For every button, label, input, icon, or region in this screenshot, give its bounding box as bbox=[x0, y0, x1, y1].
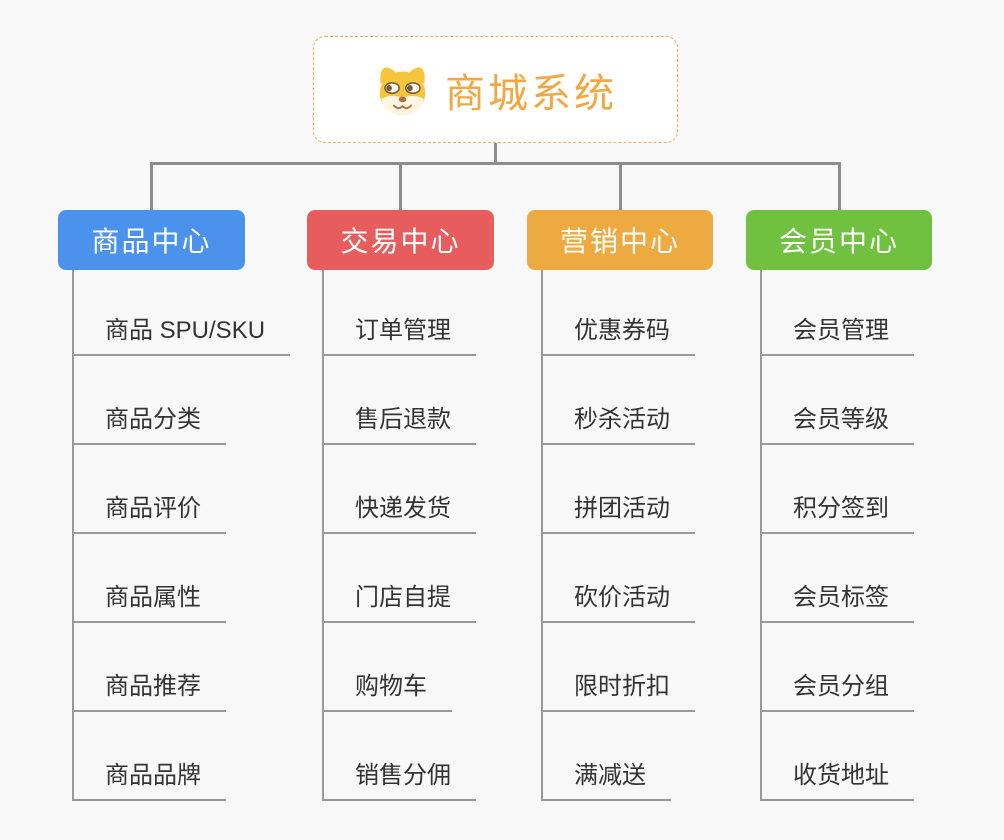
tree-item[interactable]: 会员分组 bbox=[762, 670, 914, 712]
branch-box-product-center[interactable]: 商品中心 bbox=[58, 210, 245, 270]
tree-item[interactable]: 门店自提 bbox=[324, 581, 476, 623]
tree-item[interactable]: 售后退款 bbox=[324, 403, 476, 445]
tree-item[interactable]: 拼团活动 bbox=[543, 492, 695, 534]
branch-drop-connector-3 bbox=[619, 162, 622, 210]
branch-column-marketing-center: 优惠券码 秒杀活动 拼团活动 砍价活动 限时折扣 满减送 bbox=[541, 270, 695, 801]
tree-item[interactable]: 商品评价 bbox=[74, 492, 226, 534]
tree-item[interactable]: 购物车 bbox=[324, 670, 452, 712]
tree-item[interactable]: 会员标签 bbox=[762, 581, 914, 623]
tree-item[interactable]: 商品分类 bbox=[74, 403, 226, 445]
tree-item[interactable]: 商品 SPU/SKU bbox=[74, 314, 291, 356]
tree-item[interactable]: 砍价活动 bbox=[543, 581, 695, 623]
branch-drop-connector-4 bbox=[838, 162, 841, 210]
branch-column-member-center: 会员管理 会员等级 积分签到 会员标签 会员分组 收货地址 bbox=[760, 270, 914, 801]
tree-item[interactable]: 商品品牌 bbox=[74, 759, 226, 801]
tree-item[interactable]: 优惠券码 bbox=[543, 314, 695, 356]
root-trunk-connector bbox=[494, 143, 497, 164]
branch-drop-connector-1 bbox=[150, 162, 153, 210]
root-node[interactable]: 商城系统 bbox=[313, 36, 678, 143]
page-title: 商城系统 bbox=[445, 71, 617, 116]
tree-item[interactable]: 销售分佣 bbox=[324, 759, 476, 801]
tree-item[interactable]: 限时折扣 bbox=[543, 670, 695, 712]
tree-item[interactable]: 商品推荐 bbox=[74, 670, 226, 712]
branch-box-trade-center[interactable]: 交易中心 bbox=[307, 210, 494, 270]
horizontal-connector bbox=[150, 162, 841, 165]
branch-box-member-center[interactable]: 会员中心 bbox=[746, 210, 932, 270]
tree-item[interactable]: 订单管理 bbox=[324, 314, 476, 356]
tree-item[interactable]: 会员等级 bbox=[762, 403, 914, 445]
branch-box-marketing-center[interactable]: 营销中心 bbox=[527, 210, 713, 270]
tree-item[interactable]: 会员管理 bbox=[762, 314, 914, 356]
tree-item[interactable]: 收货地址 bbox=[762, 759, 914, 801]
branch-drop-connector-2 bbox=[399, 162, 402, 210]
branch-column-product-center: 商品 SPU/SKU 商品分类 商品评价 商品属性 商品推荐 商品品牌 bbox=[72, 270, 291, 801]
dog-face-icon bbox=[379, 67, 426, 116]
tree-item[interactable]: 商品属性 bbox=[74, 581, 226, 623]
tree-item[interactable]: 积分签到 bbox=[762, 492, 914, 534]
tree-item[interactable]: 秒杀活动 bbox=[543, 403, 695, 445]
tree-item[interactable]: 满减送 bbox=[543, 759, 671, 801]
tree-item[interactable]: 快递发货 bbox=[324, 492, 476, 534]
branch-column-trade-center: 订单管理 售后退款 快递发货 门店自提 购物车 销售分佣 bbox=[322, 270, 476, 801]
